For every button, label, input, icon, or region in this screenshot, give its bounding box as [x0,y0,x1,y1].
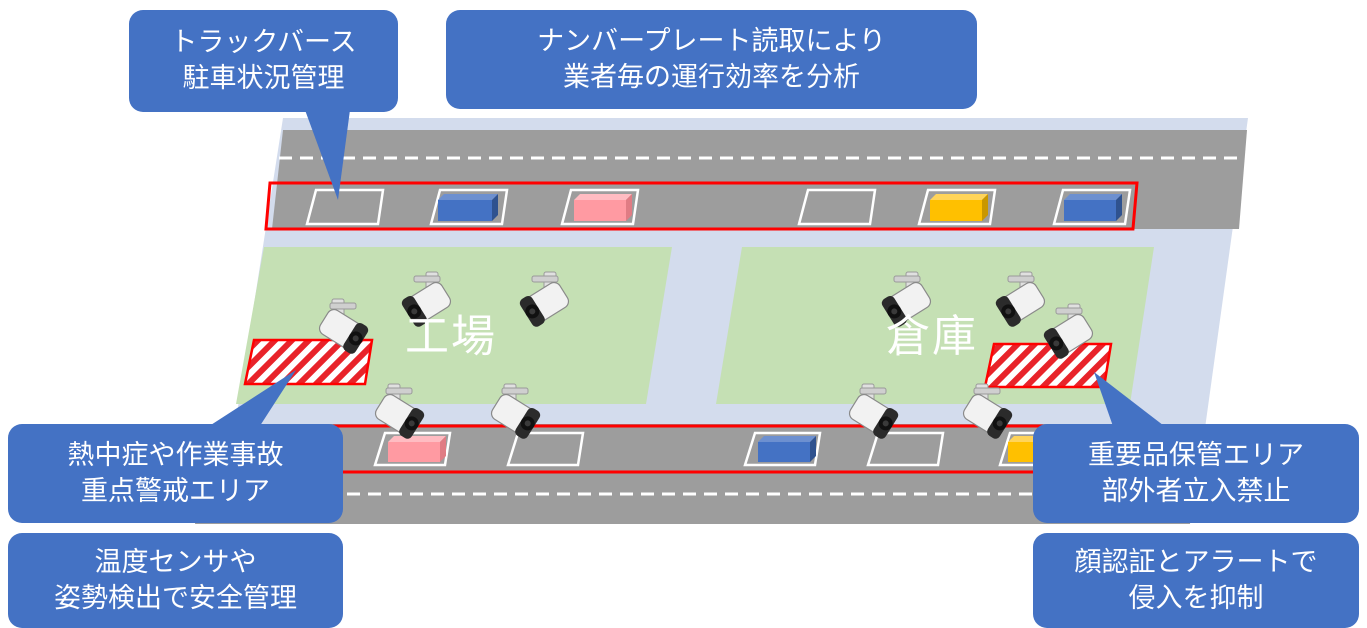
callout-tail-heat-stroke [200,370,296,432]
callout-tail-truck-berth [305,110,350,200]
callout-line: ナンバープレート読取により [537,25,886,57]
callout-line: 業者毎の運行効率を分析 [563,61,860,93]
callout-line: トラックバース [170,27,357,59]
callout-truck-berth: トラックバース 駐車状況管理 [129,10,398,112]
callout-line: 駐車状況管理 [182,63,345,94]
callout-temperature: 温度センサや 姿勢検出で安全管理 [8,533,343,628]
callout-number-plate: ナンバープレート読取により 業者毎の運行効率を分析 [446,10,977,109]
truck-icon [930,194,988,221]
important-storage-area [983,342,1113,389]
factory-label: 工場 [405,311,497,362]
top-parking-row [264,181,1139,231]
truck-icon [758,436,816,462]
truck-icon [388,436,446,462]
callout-line: 重点警戒エリア [81,475,270,507]
callout-line: 温度センサや [94,546,257,578]
callout-line: 姿勢検出で安全管理 [54,582,297,614]
truck-icon [574,194,632,221]
callout-line: 部外者立入禁止 [1101,475,1291,507]
callout-important-storage: 重要品保管エリア 部外者立入禁止 [1033,424,1359,523]
callout-tail-important-storage [1094,372,1172,432]
callout-line: 侵入を抑制 [1128,582,1264,614]
callout-heat-stroke: 熱中症や作業事故 重点警戒エリア [8,424,343,523]
callout-face-auth: 顔認証とアラートで 侵入を抑制 [1033,533,1359,628]
road-top [272,130,1247,229]
warehouse-label: 倉庫 [886,311,978,362]
callout-line: 熱中症や作業事故 [67,439,284,471]
callout-line: 重要品保管エリア [1088,439,1304,471]
truck-icon [438,194,498,221]
callout-line: 顔認証とアラートで [1074,546,1318,578]
truck-icon [1064,194,1122,221]
